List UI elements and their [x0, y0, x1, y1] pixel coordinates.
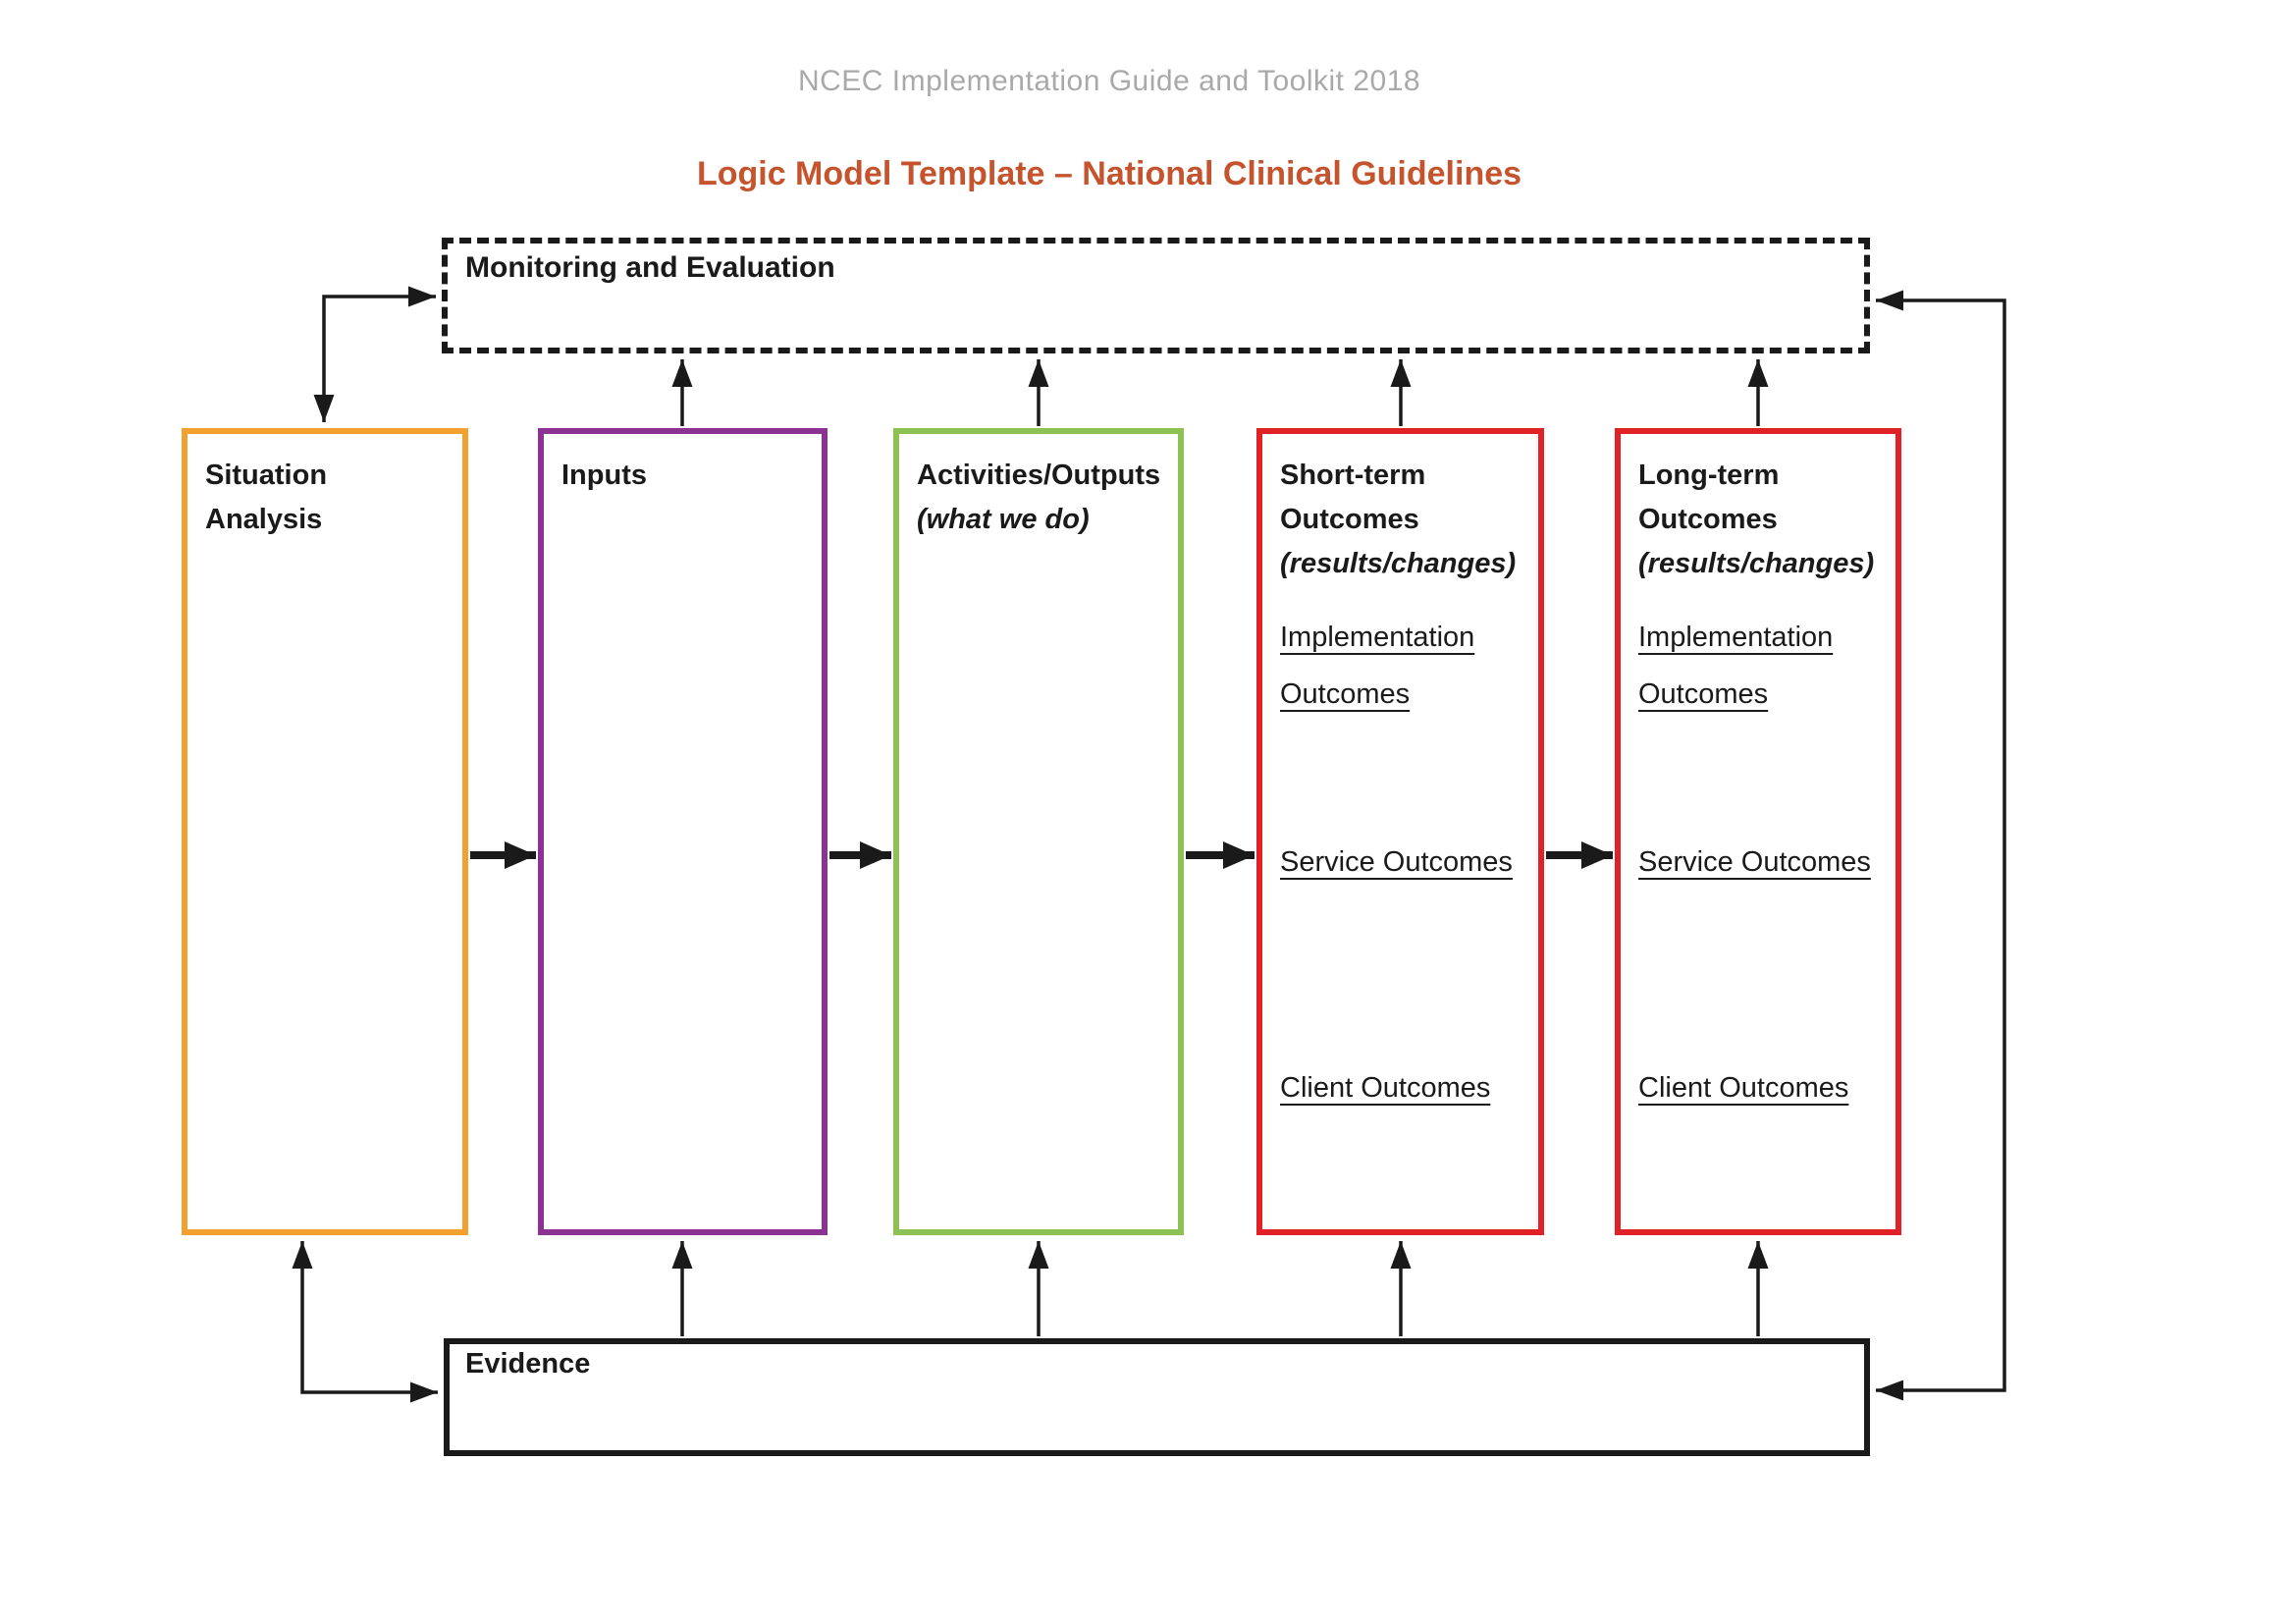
long-term-outcomes-subtitle: (results/changes) — [1638, 548, 1875, 579]
long-term-implementation-outcomes: Implementation Outcomes — [1638, 622, 1834, 710]
activities-outputs-subtitle: (what we do) — [917, 504, 1090, 535]
short-term-service-outcomes: Service Outcomes — [1280, 846, 1513, 878]
situation-analysis-title: Situation Analysis — [205, 460, 328, 535]
long-term-outcomes-title: Long-term Outcomes — [1638, 460, 1780, 535]
long-term-service-outcomes: Service Outcomes — [1638, 846, 1871, 878]
monitoring-evaluation-box: Monitoring and Evaluation — [442, 238, 1870, 353]
page-header-caption: NCEC Implementation Guide and Toolkit 20… — [797, 65, 1421, 97]
flow-box-activities-outputs: Activities/Outputs (what we do) — [893, 428, 1184, 1235]
short-term-outcomes-title: Short-term Outcomes — [1280, 460, 1426, 535]
short-term-client-outcomes: Client Outcomes — [1280, 1072, 1491, 1104]
arrow-monitoring-situation-elbow — [313, 286, 436, 422]
flow-box-long-term-outcomes: Long-term Outcomes (results/changes) Imp… — [1615, 428, 1901, 1235]
short-term-implementation-outcomes: Implementation Outcomes — [1280, 622, 1475, 710]
monitoring-evaluation-label: Monitoring and Evaluation — [465, 251, 835, 284]
long-term-client-outcomes: Client Outcomes — [1638, 1072, 1849, 1104]
inputs-title: Inputs — [561, 460, 647, 491]
evidence-box: Evidence — [444, 1338, 1870, 1456]
activities-outputs-title: Activities/Outputs — [917, 460, 1161, 491]
flow-box-inputs: Inputs — [538, 428, 828, 1235]
evidence-label: Evidence — [465, 1348, 591, 1380]
arrow-situation-evidence-elbow — [292, 1241, 438, 1403]
short-term-outcomes-subtitle: (results/changes) — [1280, 548, 1517, 579]
page-title: Logic Model Template – National Clinical… — [696, 155, 1522, 192]
flow-box-short-term-outcomes: Short-term Outcomes (results/changes) Im… — [1256, 428, 1544, 1235]
flow-box-situation-analysis: Situation Analysis — [182, 428, 468, 1235]
